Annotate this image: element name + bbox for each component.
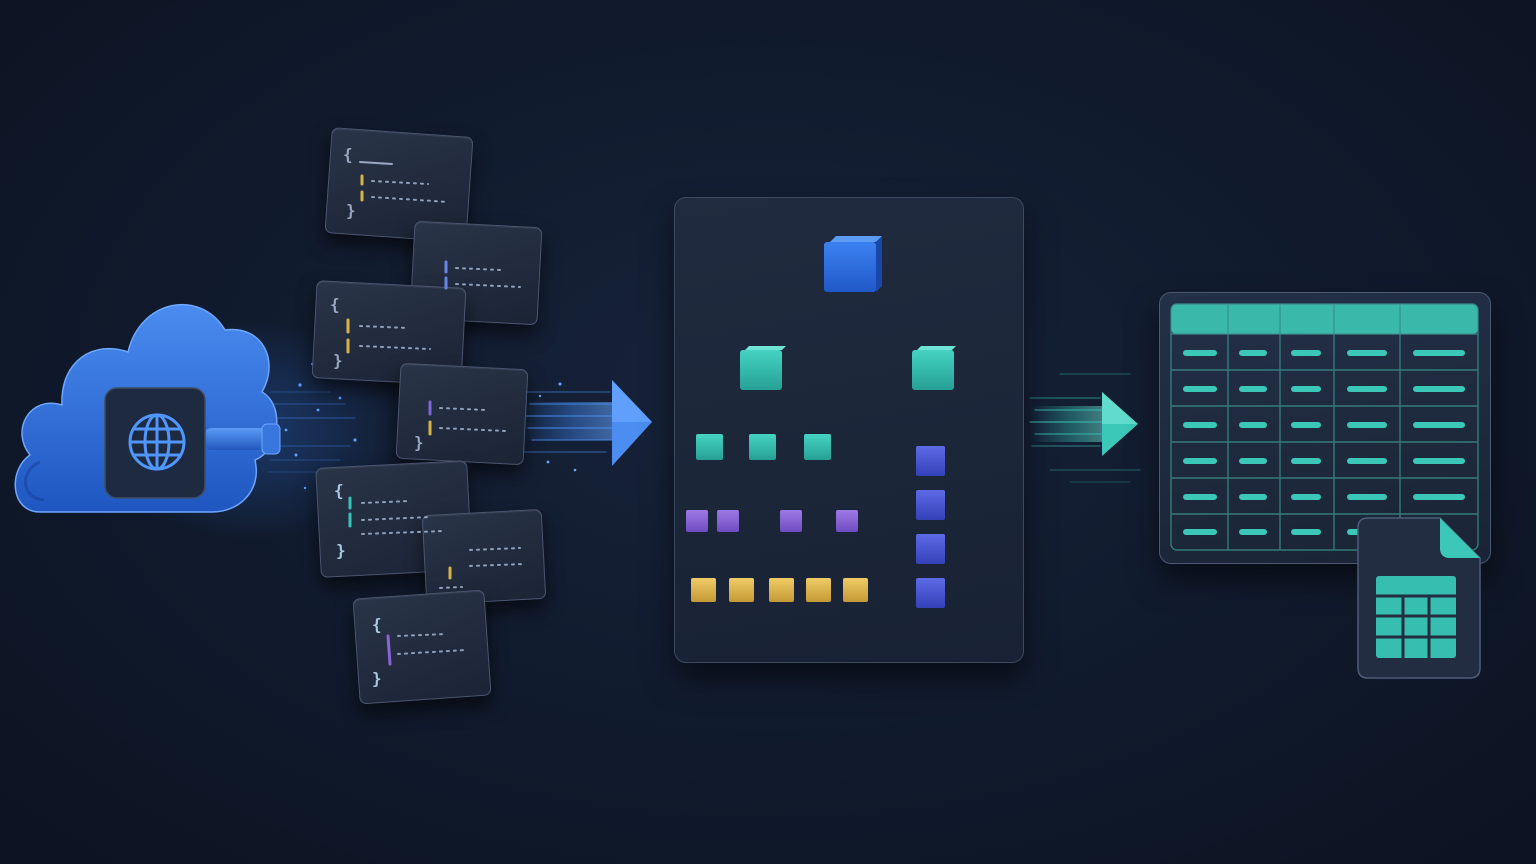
brace-close: } — [346, 201, 356, 220]
tree-node — [686, 510, 708, 532]
brace-open: { — [330, 295, 340, 314]
tree-leaf — [729, 578, 754, 602]
brace-open: { — [372, 615, 382, 634]
tree-node — [749, 434, 776, 460]
brace-close: } — [336, 541, 346, 560]
tree-leaf — [691, 578, 716, 602]
table-header — [1171, 304, 1478, 334]
table-cells — [1183, 350, 1465, 535]
tree-leaf — [843, 578, 868, 602]
brace-close: } — [333, 351, 343, 370]
data-stream-left — [267, 391, 356, 473]
tree-node-root — [824, 236, 882, 292]
right-arrow-icon — [519, 380, 652, 472]
tree-node — [780, 510, 802, 532]
tree-node — [836, 510, 858, 532]
brace-close: } — [414, 433, 424, 452]
tree-node — [717, 510, 739, 532]
tree-leaf — [769, 578, 794, 602]
brace-open: { — [343, 145, 353, 164]
tree-node — [804, 434, 831, 460]
spreadsheet-file-icon — [1357, 517, 1481, 679]
tree-node — [916, 534, 945, 564]
brace-close: } — [372, 669, 382, 688]
connector-pipe — [205, 423, 281, 455]
tree-node — [916, 490, 945, 520]
right-arrow-icon — [1029, 373, 1141, 483]
tree-node — [740, 346, 786, 390]
tree-node — [912, 346, 956, 390]
tree-leaf — [806, 578, 831, 602]
globe-icon — [128, 413, 186, 471]
tree-node — [916, 578, 945, 608]
tree-node — [916, 446, 945, 476]
tree-node — [696, 434, 723, 460]
brace-open: { — [334, 481, 344, 500]
